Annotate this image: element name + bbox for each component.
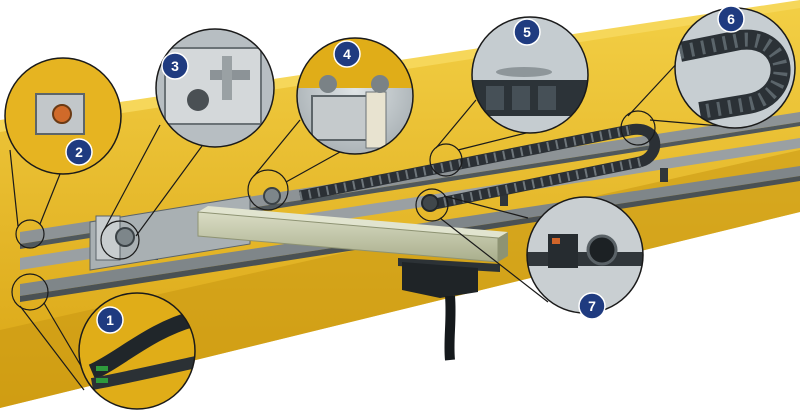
swing-arm [197,206,508,263]
leader-2a [9,149,19,227]
badge-3: 3 [161,52,189,80]
badge-1: 1 [96,306,124,334]
locator-circle-2 [15,219,45,249]
locator-circle-7 [415,188,449,222]
leader-6b [649,119,721,127]
zoom-5-link [538,86,556,110]
badge-6-circle [717,5,745,33]
badge-2: 2 [65,138,93,166]
locator-circle-1 [11,273,49,311]
badge-4-label: 4 [343,46,351,62]
zoom-7-roller [586,234,618,266]
zoom-3-plate [164,47,262,125]
zoom-5-pin [496,67,552,77]
zoom-circle-3 [155,28,275,148]
zoom-1-connector [96,366,108,371]
locator-circle-3 [100,220,140,260]
zoom-circle-1-ring [78,292,196,410]
badge-3-circle [161,52,189,80]
badge-7-circle [578,292,606,320]
drag-chain [298,123,661,211]
zoom-circle-2-ring [4,57,122,175]
zoom-circle-5-ring [471,16,589,134]
rail-clamp [500,192,508,206]
zoom-circle-3-ring [155,28,275,148]
zoom-4-roller [319,75,337,93]
leader-4a [253,119,301,177]
zoom-5-link [512,86,530,110]
leader-4b [285,151,341,183]
connector-assembly [398,258,500,361]
leader-1b [19,305,85,391]
badge-5-circle [513,18,541,46]
badge-7-label: 7 [588,298,596,314]
badge-4: 4 [333,40,361,68]
zoom-3-bolt [222,56,232,100]
zoom-7-rail [527,252,643,266]
chain-loop [628,123,661,168]
leader-2b [39,173,61,225]
badge-4-circle [333,40,361,68]
locator-circle-5 [429,143,463,177]
chain-link-marks [299,125,631,201]
leader-7b [439,217,549,303]
badge-6-label: 6 [727,11,735,27]
zoom-4-carriage [311,95,373,141]
locator-circle-4 [247,169,289,211]
leader-5a [435,99,477,149]
arm-top-face [198,206,508,238]
zoom-circle-2 [4,57,122,175]
zoom-4-side-plate [365,91,387,149]
badge-2-circle [65,138,93,166]
badge-7: 7 [578,292,606,320]
zoom-circle-6 [674,7,796,129]
zoom-2-pin [52,104,72,124]
arm-end-cap [498,232,508,262]
zoom-1-connector [96,378,108,383]
zoom-6-chain-loop [678,29,791,122]
zoom-5-link [486,86,504,110]
zoom-7-accent [552,238,560,244]
badge-3-label: 3 [171,58,179,74]
badge-1-label: 1 [106,312,114,328]
leader-3b [135,145,203,237]
connector-box [402,262,478,298]
leader-5b [457,131,531,151]
trolley-roller [263,187,281,205]
leader-7a [443,195,529,219]
zoom-circle-4-ring [296,37,414,155]
guide-roller [421,194,439,212]
chain-lower-run [428,156,642,211]
zoom-2-bracket [35,93,85,135]
badge-5: 5 [513,18,541,46]
connector-cable [444,295,456,361]
zoom-circle-7 [526,196,644,314]
locator-circle-6 [620,110,656,146]
rail-clamp [660,168,668,182]
trolley-roller [115,227,135,247]
leader-3a [103,124,161,231]
badge-6: 6 [717,5,745,33]
badge-5-label: 5 [523,24,531,40]
badge-1-circle [96,306,124,334]
leader-6a [627,59,681,117]
zoom-circle-5 [471,16,589,134]
zoom-3-knob [187,89,209,111]
badge-2-label: 2 [75,144,83,160]
zoom-4-roller [371,75,389,93]
zoom-circle-1 [78,292,196,410]
